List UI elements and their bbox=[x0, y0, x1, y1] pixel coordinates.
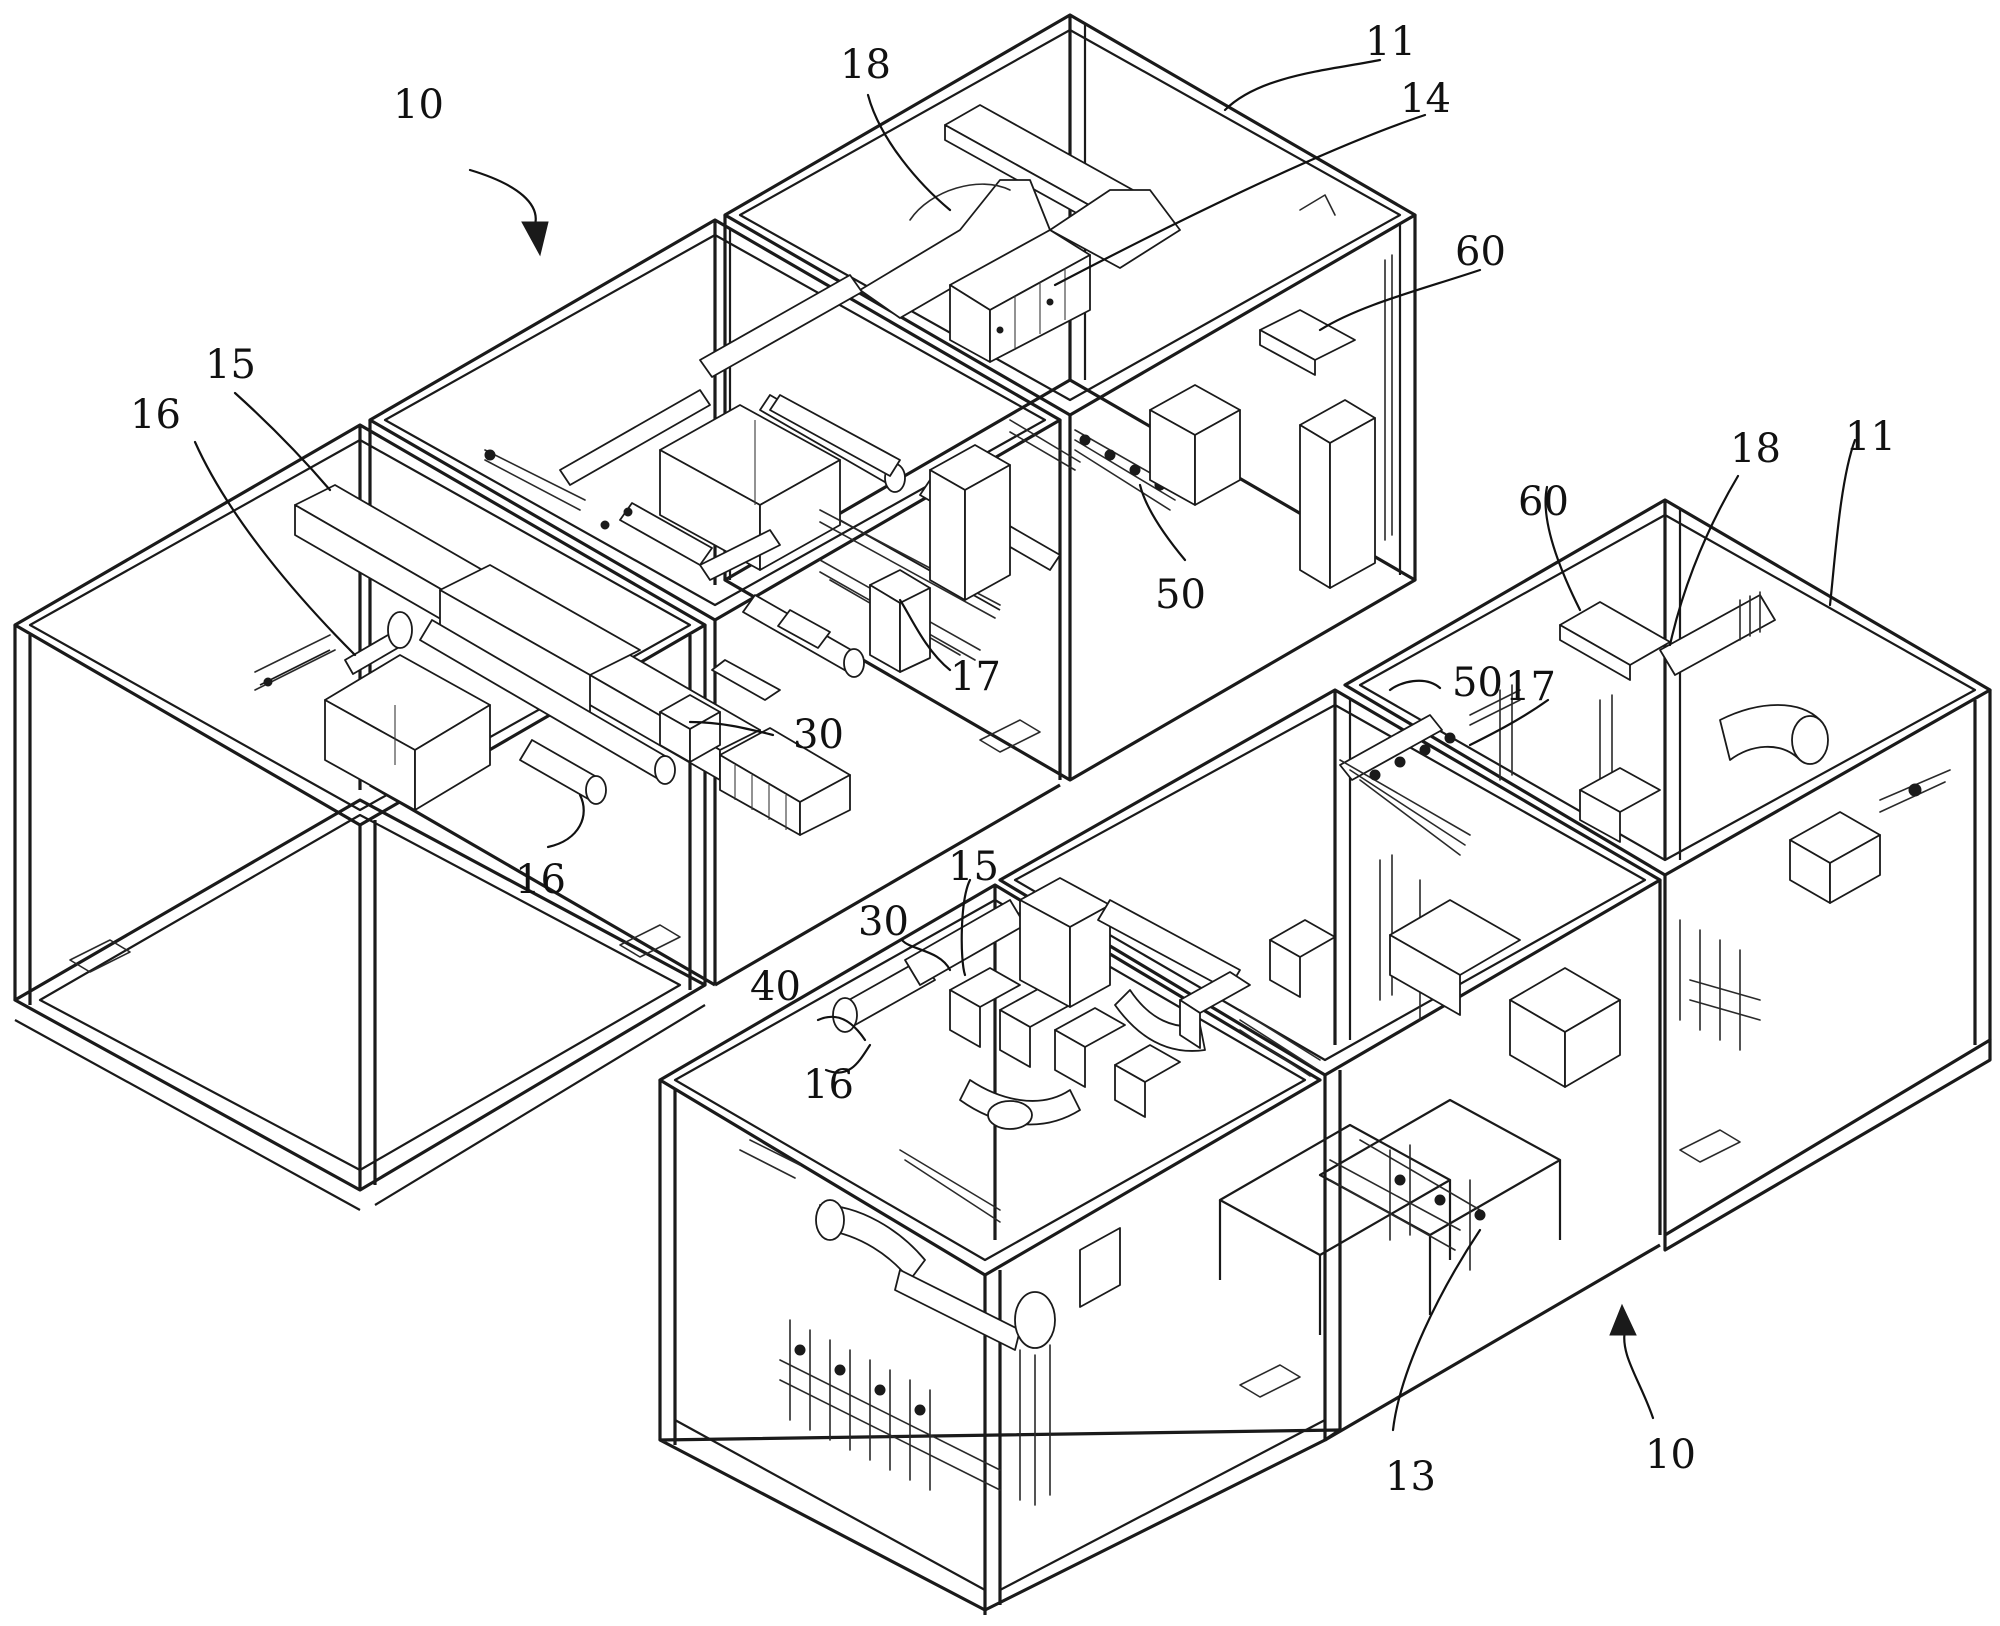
duct-18-right bbox=[1660, 592, 1828, 764]
label-13: 13 bbox=[1385, 1454, 1436, 1500]
label-60-right: 60 bbox=[1518, 479, 1569, 525]
label-10-left: 10 bbox=[393, 82, 444, 128]
floor-plate-icon bbox=[980, 720, 1040, 752]
label-15-left: 15 bbox=[205, 342, 256, 388]
label-14: 14 bbox=[1400, 76, 1451, 122]
label-50-left: 50 bbox=[1155, 572, 1206, 618]
label-16-right: 16 bbox=[803, 1062, 854, 1108]
label-60-left: 60 bbox=[1455, 229, 1506, 275]
label-11-left: 11 bbox=[1365, 19, 1416, 65]
label-50-right: 50 bbox=[1452, 660, 1503, 706]
label-30-left: 30 bbox=[793, 712, 844, 758]
label-17-right: 17 bbox=[1505, 664, 1556, 710]
label-10-right: 10 bbox=[1645, 1432, 1696, 1478]
label-18-right: 18 bbox=[1730, 426, 1781, 472]
label-16-left-bottom: 16 bbox=[515, 857, 566, 903]
label-16-left-top: 16 bbox=[130, 392, 181, 438]
label-30-right: 30 bbox=[858, 899, 909, 945]
label-15-right: 15 bbox=[948, 844, 999, 890]
label-11-right: 11 bbox=[1845, 414, 1896, 460]
right-module-rear-frame bbox=[1345, 500, 1990, 1250]
left-module-rear-frame bbox=[725, 15, 1415, 780]
box-60-right bbox=[1560, 602, 1670, 680]
arrowhead-icon bbox=[522, 222, 548, 255]
label-40: 40 bbox=[750, 964, 801, 1010]
floor-plate-icon bbox=[620, 925, 680, 957]
floor-plate-icon bbox=[1680, 1130, 1740, 1162]
floor-plate-icon bbox=[70, 940, 130, 972]
rear-control-box bbox=[1150, 385, 1240, 505]
front-pipe-manifold bbox=[740, 1140, 1120, 1505]
floor-plate-icon bbox=[1240, 1365, 1300, 1397]
front-equipment-box bbox=[325, 655, 490, 810]
label-17-left: 17 bbox=[950, 654, 1001, 700]
label-18-left: 18 bbox=[840, 42, 891, 88]
skid-frame-13 bbox=[1220, 1100, 1560, 1335]
arrowhead-icon bbox=[1610, 1305, 1636, 1335]
right-rear-equipment bbox=[1390, 770, 1950, 1087]
